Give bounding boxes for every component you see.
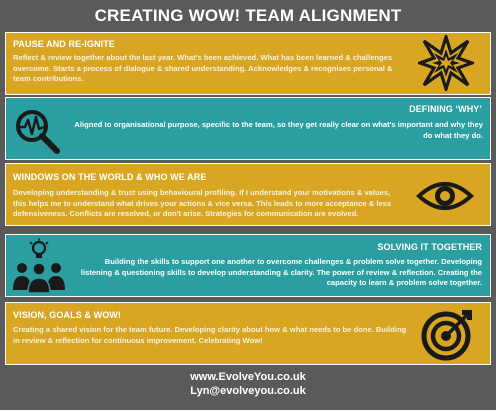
footer-contact: www.EvolveYou.co.uk Lyn@evolveyou.co.uk [0, 370, 496, 398]
section-heading: WINDOWS ON THE WORLD & WHO WE ARE [13, 172, 207, 182]
section-text: Building the skills to support one anoth… [80, 257, 482, 287]
section-text: Developing understanding & trust using b… [13, 188, 392, 218]
section-text: Creating a shared vision for the team fu… [13, 325, 407, 345]
section-solving-it-together: SOLVING IT TOGETHER Building the skills … [5, 234, 491, 297]
email-link[interactable]: Lyn@evolveyou.co.uk [190, 385, 306, 397]
target-arrow-icon [420, 306, 476, 367]
team-lightbulb-icon [10, 238, 68, 299]
section-heading: SOLVING IT TOGETHER [377, 242, 482, 252]
section-heading: PAUSE AND RE-IGNITE [13, 39, 115, 49]
magnifier-pulse-icon [12, 107, 62, 162]
section-heading: DEFINING ‘WHY’ [409, 104, 482, 114]
section-heading: VISION, GOALS & WOW! [13, 310, 121, 320]
eye-icon [416, 178, 474, 219]
website-link[interactable]: www.EvolveYou.co.uk [190, 371, 306, 383]
page-title: CREATING WOW! TEAM ALIGNMENT [94, 6, 402, 25]
section-text: Aligned to organisational purpose, speci… [74, 120, 483, 140]
section-pause-and-reignite: PAUSE AND RE-IGNITE Reflect & review tog… [5, 31, 491, 96]
starburst-icon [415, 31, 477, 96]
section-windows-on-the-world: WINDOWS ON THE WORLD & WHO WE ARE Develo… [5, 163, 491, 226]
section-vision-goals-wow: VISION, GOALS & WOW! Creating a shared v… [5, 302, 491, 365]
section-text: Reflect & review together about the last… [13, 53, 393, 83]
section-defining-why: DEFINING ‘WHY’ Aligned to organisational… [5, 97, 491, 160]
